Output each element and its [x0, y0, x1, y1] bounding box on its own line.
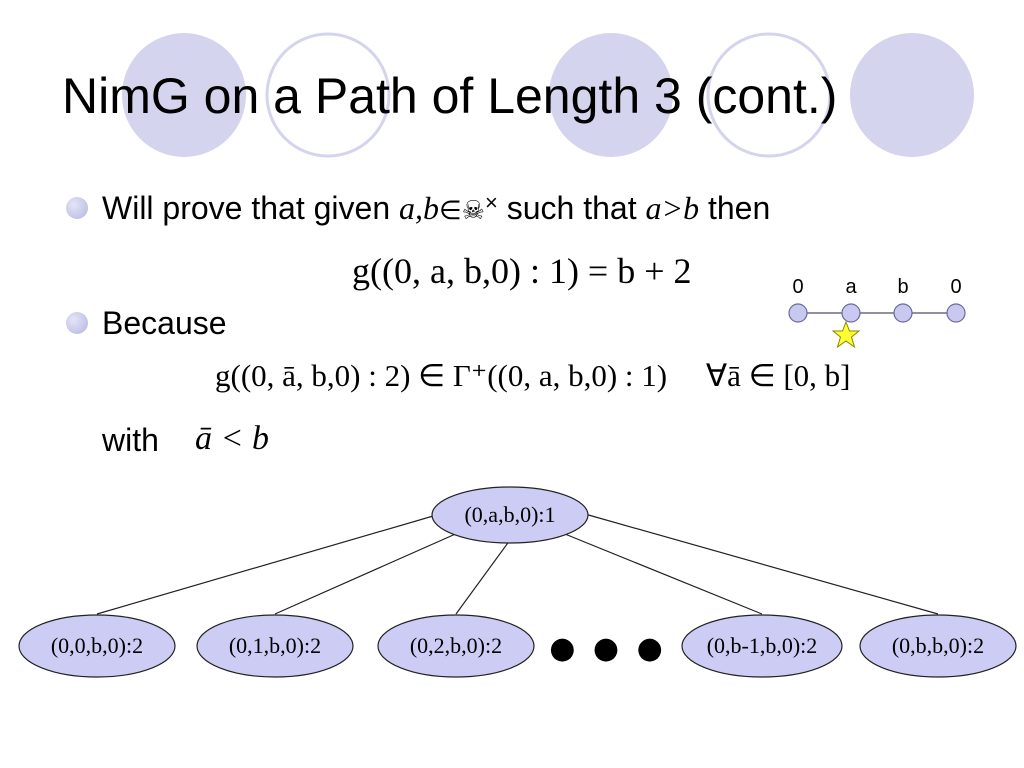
bullet-1-cond: a>b — [645, 190, 700, 226]
path-label-3: 0 — [950, 276, 962, 298]
bullet-1-prefix: Will prove that given — [102, 190, 400, 226]
tree-ellipsis: ● ● ● — [549, 631, 667, 666]
with-label: with — [102, 422, 159, 458]
tree-child-1: (0,0,b,0):2 — [18, 614, 176, 678]
bullet-1-text: Will prove that given a,b∈☠× such that a… — [102, 190, 770, 227]
tree-child-label: (0,1,b,0):2 — [229, 633, 321, 658]
tree-child-label: (0,b-1,b,0):2 — [707, 633, 818, 658]
tree-root-shape — [431, 486, 589, 544]
tree-edge — [455, 539, 511, 615]
path-label-2: b — [897, 276, 909, 298]
bullet-2-marker — [66, 312, 88, 334]
tree-child-5: (0,b,b,0):2 — [859, 614, 1017, 678]
deco-circle-4 — [706, 32, 832, 158]
bullet-1-suffix: then — [699, 190, 771, 226]
tree-child-3: (0,2,b,0):2 — [377, 614, 535, 678]
bullet-1-member: ∈ — [439, 196, 462, 225]
tree-child-label: (0,2,b,0):2 — [410, 633, 502, 658]
tree-root-label: (0,a,b,0):1 — [464, 502, 555, 527]
deco-circle-1 — [122, 33, 246, 157]
tree-child-label: (0,0,b,0):2 — [51, 633, 143, 658]
deco-circle-5 — [850, 33, 974, 157]
deco-circle-3 — [549, 33, 673, 157]
tree-edges — [96, 513, 939, 615]
tree-edge — [274, 531, 461, 615]
slide-title: NimG on a Path of Length 3 (cont.) — [62, 68, 838, 124]
tree-child-2: (0,1,b,0):2 — [196, 614, 354, 678]
tree-child-shape — [196, 614, 354, 678]
tree-edge — [559, 531, 763, 615]
tree-edge — [96, 513, 441, 615]
skull-icon: ☠ — [461, 195, 485, 225]
title-decoration — [122, 32, 974, 158]
path-label-1: a — [845, 276, 857, 298]
tree-child-label: (0,b,b,0):2 — [892, 633, 984, 658]
deco-circle-2 — [265, 32, 391, 158]
equation-1: g((0, a, b,0) : 1) = b + 2 — [352, 251, 692, 291]
tree-child-shape — [859, 614, 1017, 678]
bullet-1-marker — [66, 197, 88, 219]
tree-child-shape — [681, 614, 843, 678]
tree-edge — [584, 513, 939, 615]
tree-child-shape — [18, 614, 176, 678]
tree-root: (0,a,b,0):1 — [431, 486, 589, 544]
tree-child-shape — [377, 614, 535, 678]
equation-2: g((0, ā, b,0) : 2) ∈ Γ⁺((0, a, b,0) : 1)… — [215, 358, 851, 393]
with-math: ā < b — [195, 420, 269, 457]
bullet-2-label: Because — [102, 305, 227, 341]
path-label-0: 0 — [792, 276, 804, 298]
bullet-1-vars: a,b — [399, 190, 440, 226]
tree-child-4: (0,b-1,b,0):2 — [681, 614, 843, 678]
bullet-1-glyph-tail: × — [484, 190, 498, 215]
bullet-1-mid: such that — [497, 190, 646, 226]
